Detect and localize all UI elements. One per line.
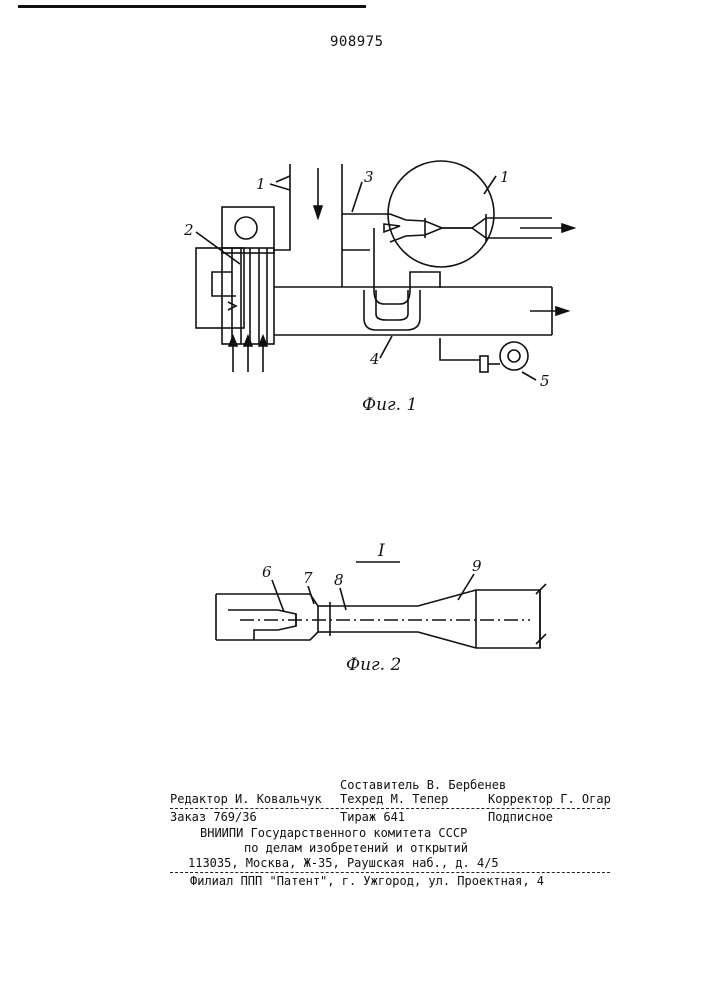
- detail-circle-i: [388, 161, 494, 267]
- imprint-org1: ВНИИПИ Государственного комитета СССР: [200, 826, 467, 840]
- label-1: 1: [256, 175, 266, 193]
- ejector-outlet-arrow-icon: [562, 224, 574, 232]
- imprint-subscription: Подписное: [488, 810, 553, 824]
- exchanger-inlet-box: [196, 248, 244, 328]
- label-8: 8: [334, 571, 344, 589]
- section-mark: I: [377, 541, 385, 561]
- label-6: 6: [262, 563, 272, 581]
- imprint-compiler: Составитель В. Бербенев: [340, 778, 506, 792]
- label-9: 9: [472, 557, 482, 575]
- u-trap: [364, 290, 420, 330]
- imprint-tech: Техред М. Тепер: [340, 792, 448, 806]
- pump-line: [440, 338, 480, 360]
- imprint-rule-top: [170, 808, 610, 809]
- label-1b: 1: [500, 168, 510, 186]
- figure-2-caption: Фиг. 2: [346, 655, 401, 675]
- heat-exchanger-housing: [222, 207, 274, 253]
- imprint-order: Заказ 769/36: [170, 810, 257, 824]
- imprint-rule-bottom: [170, 872, 610, 873]
- figure-1-labels: 1 3 1 2 4 5 Фиг. 1: [183, 168, 550, 415]
- figure-1-caption: Фиг. 1: [362, 395, 417, 415]
- imprint-address: 113035, Москва, Ж-35, Раушская наб., д. …: [188, 856, 499, 870]
- imprint-corrector: Корректор Г. Огар: [488, 792, 611, 806]
- imprint-editor: Редактор И. Ковальчук: [170, 792, 322, 806]
- figure-2-labels: I 6 7 8 9 Фиг. 2: [262, 541, 482, 675]
- label-4: 4: [369, 350, 380, 368]
- exchanger-fan-icon: [235, 217, 257, 239]
- imprint-org2: по делам изобретений и открытий: [244, 841, 468, 855]
- label-7: 7: [303, 569, 313, 587]
- imprint-circulation: Тираж 641: [340, 810, 405, 824]
- outlet-arrow-icon: [556, 307, 568, 315]
- label-2: 2: [183, 221, 194, 239]
- label-5: 5: [540, 372, 550, 390]
- label-3: 3: [364, 168, 374, 186]
- downflow-arrow-icon: [314, 206, 322, 218]
- pump-icon: [500, 342, 528, 370]
- figure-1: [196, 161, 574, 380]
- imprint-branch: Филиал ППП "Патент", г. Ужгород, ул. Про…: [190, 874, 544, 888]
